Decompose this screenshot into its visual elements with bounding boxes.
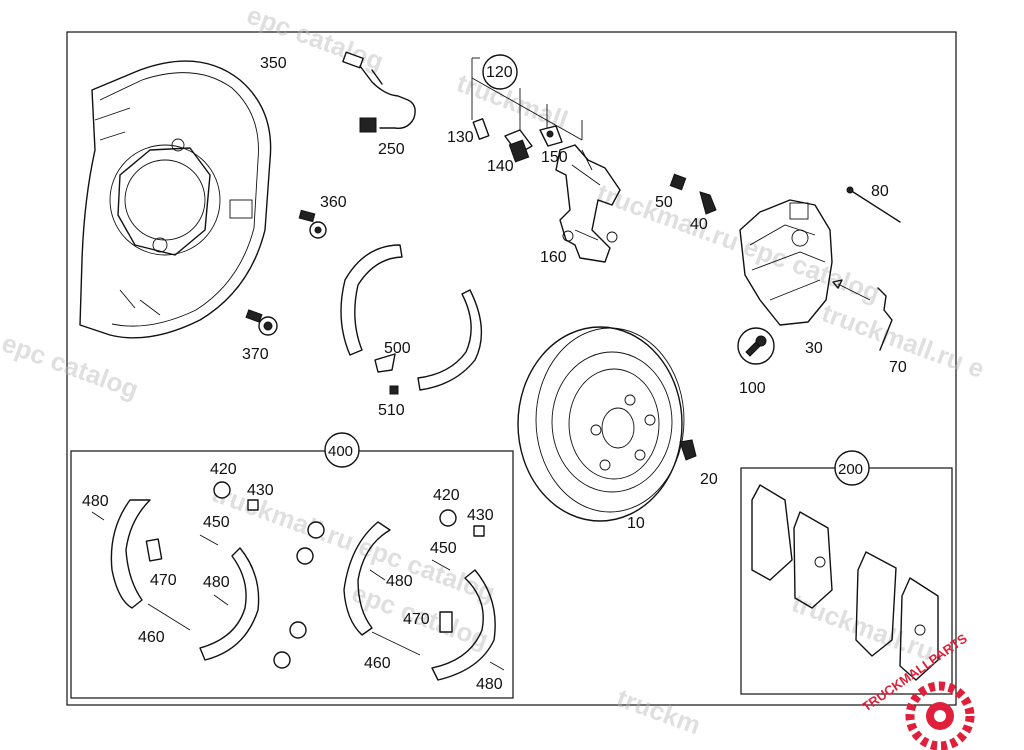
label-430-left: 430 (247, 482, 274, 499)
brake-caliper (739, 199, 871, 326)
label-30: 30 (805, 340, 823, 357)
bolt-360 (298, 209, 327, 239)
watermark-4: epc catalog (0, 327, 143, 404)
brake-rotor (517, 326, 685, 522)
label-500: 500 (384, 340, 411, 357)
label-10: 10 (627, 515, 645, 532)
label-150: 150 (541, 149, 568, 166)
label-420-right: 420 (433, 487, 460, 504)
grease-icon (737, 327, 775, 365)
label-450-right: 450 (430, 540, 457, 557)
label-80: 80 (871, 183, 889, 200)
label-120: 120 (486, 64, 513, 81)
parking-brake-kit-left (91, 481, 325, 669)
part-labels: 350 250 120 130 140 150 160 50 40 80 360… (82, 55, 907, 693)
kit-marker-120 (482, 54, 518, 90)
backing-plate (79, 60, 272, 339)
label-460-left: 460 (138, 629, 165, 646)
label-70: 70 (889, 359, 907, 376)
label-470-left: 470 (150, 572, 177, 589)
label-350: 350 (260, 55, 287, 72)
diagram-frame (66, 31, 957, 706)
label-510: 510 (378, 402, 405, 419)
anti-rattle-spring (877, 287, 893, 351)
label-480-right-mid: 480 (386, 573, 413, 590)
label-480-left-top: 480 (82, 493, 109, 510)
label-360: 360 (320, 194, 347, 211)
label-420-left: 420 (210, 461, 237, 478)
label-480-left-mid: 480 (203, 574, 230, 591)
label-200: 200 (838, 461, 863, 478)
guide-bolt (699, 191, 717, 215)
bolt-370 (245, 309, 278, 336)
label-370: 370 (242, 346, 269, 363)
label-480-right-bottom: 480 (476, 676, 503, 693)
label-450-left: 450 (203, 514, 230, 531)
wear-sensor (342, 51, 416, 133)
label-50: 50 (655, 194, 673, 211)
label-100: 100 (739, 380, 766, 397)
brake-pads-kit (751, 484, 939, 681)
label-470-right: 470 (403, 611, 430, 628)
parking-brake-kit-box (70, 450, 514, 699)
bleeder-screw (669, 173, 687, 191)
kit-marker-200 (834, 450, 870, 486)
label-160: 160 (540, 249, 567, 266)
label-40: 40 (690, 216, 708, 233)
label-20: 20 (700, 471, 718, 488)
caliper-carrier (555, 144, 621, 263)
watermark-3: truckmall.ru epc catalog (593, 177, 884, 307)
parking-brake-kit-right (343, 509, 505, 681)
caliper-mount-kit (471, 57, 583, 163)
retaining-pin (846, 186, 901, 223)
parking-brake-shoes (340, 244, 483, 395)
label-250: 250 (378, 141, 405, 158)
watermark-9: truckm (613, 682, 705, 740)
rotor-screw (679, 439, 697, 461)
label-400: 400 (328, 443, 353, 460)
label-430-right: 430 (467, 507, 494, 524)
label-140: 140 (487, 158, 514, 175)
kit-marker-400 (324, 432, 360, 468)
label-460-right: 460 (364, 655, 391, 672)
label-130: 130 (447, 129, 474, 146)
